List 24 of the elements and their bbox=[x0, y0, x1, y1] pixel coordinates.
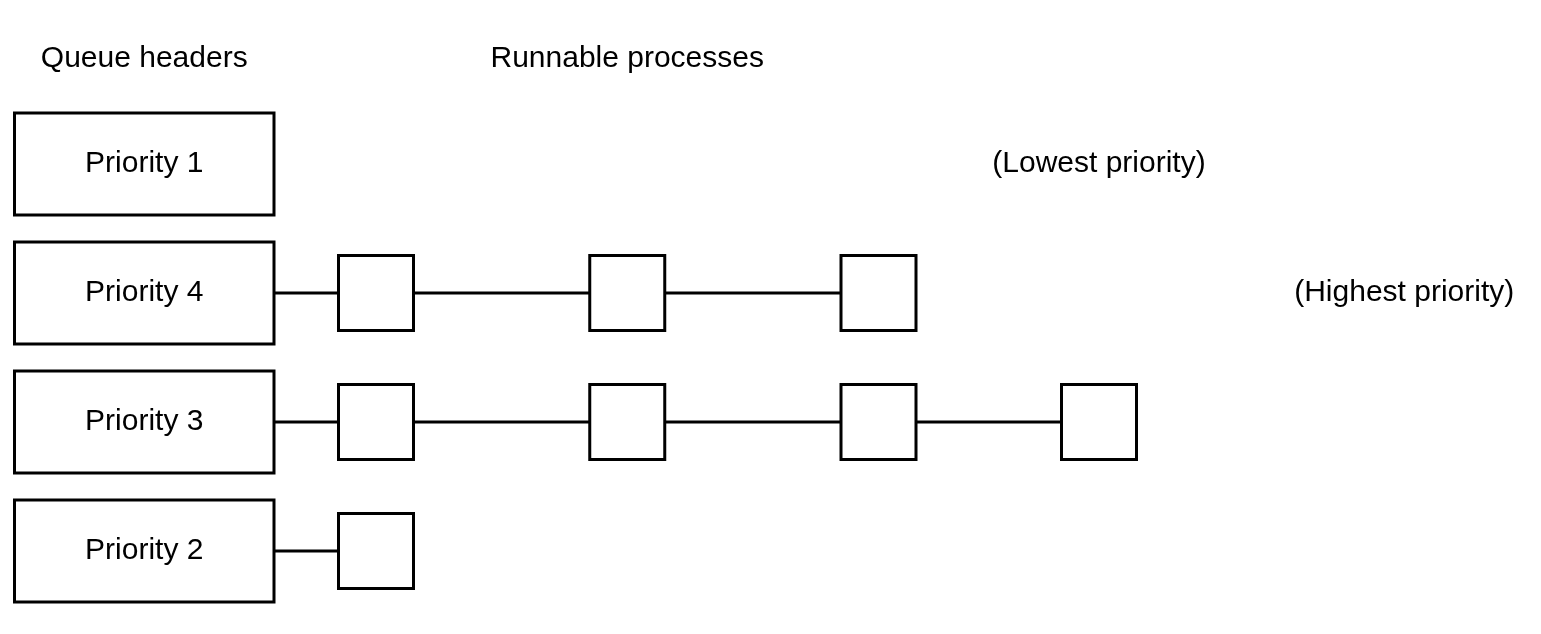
node-box bbox=[337, 383, 415, 461]
connector bbox=[664, 420, 841, 424]
node-box: Priority 4 bbox=[13, 240, 276, 346]
connector bbox=[274, 549, 339, 553]
node-box: Priority 1 bbox=[13, 111, 276, 217]
node-box bbox=[839, 254, 918, 332]
node-box bbox=[337, 254, 415, 332]
label: (Highest priority) bbox=[1294, 273, 1515, 307]
node-box: Priority 3 bbox=[13, 369, 276, 475]
connector bbox=[664, 291, 841, 295]
connector bbox=[916, 420, 1061, 424]
connector bbox=[413, 291, 590, 295]
node-box bbox=[588, 383, 667, 461]
connector bbox=[274, 420, 339, 424]
label: Queue headers bbox=[40, 39, 248, 73]
node-box bbox=[588, 254, 667, 332]
label: (Lowest priority) bbox=[992, 144, 1206, 178]
node-box bbox=[337, 512, 415, 590]
node-box: Priority 2 bbox=[13, 498, 276, 604]
node-box bbox=[1060, 383, 1138, 461]
label: Runnable processes bbox=[490, 39, 765, 73]
connector bbox=[274, 291, 339, 295]
node-box bbox=[839, 383, 918, 461]
connector bbox=[413, 420, 590, 424]
